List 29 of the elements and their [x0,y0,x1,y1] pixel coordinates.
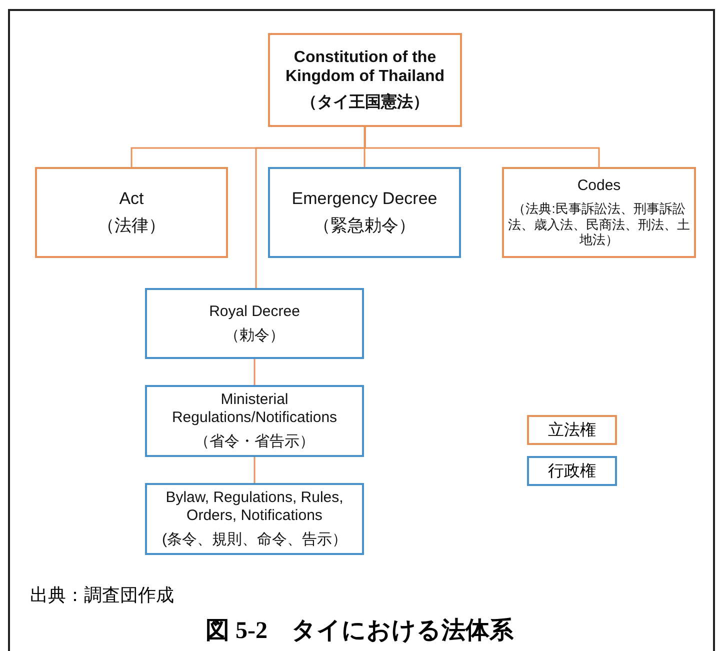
box-subtitle: （法典:民事訴訟法、刑事訴訟法、歳入法、民商法、刑法、土地法） [507,201,691,248]
law-box [268,167,461,258]
box-subtitle: （タイ王国憲法） [300,92,430,112]
law-box [502,167,696,258]
legend-label: 行政権 [548,462,596,482]
legend-label: 立法権 [548,420,596,440]
box-subtitle: （勅令） [224,326,286,344]
figure-caption: 図 5-2 タイにおける法体系 [204,616,514,646]
box-subtitle: （緊急勅令） [312,216,416,236]
box-heading: Ministerial Regulations/Notifications [170,391,338,427]
box-subtitle: (条令、規則、命令、告示） [161,531,348,549]
box-heading: Constitution of the Kingdom of Thailand [284,48,446,87]
law-box [145,288,364,359]
law-box [145,483,364,555]
source-note: 出典：調査団作成 [30,584,174,607]
law-box [268,33,462,127]
law-box [35,167,228,258]
law-box [145,385,364,457]
box-subtitle: （法律） [96,216,166,236]
box-heading: Act [118,189,145,210]
box-heading: Emergency Decree [290,189,438,210]
connector-line [254,359,256,385]
box-heading: Royal Decree [208,302,301,320]
box-heading: Codes [576,177,622,196]
connector-line [255,127,366,288]
connector-line [254,457,256,483]
box-heading: Bylaw, Regulations, Rules, Orders, Notifications [164,489,344,525]
box-subtitle: （省令・省告示） [194,433,316,451]
connector-line [364,127,366,167]
